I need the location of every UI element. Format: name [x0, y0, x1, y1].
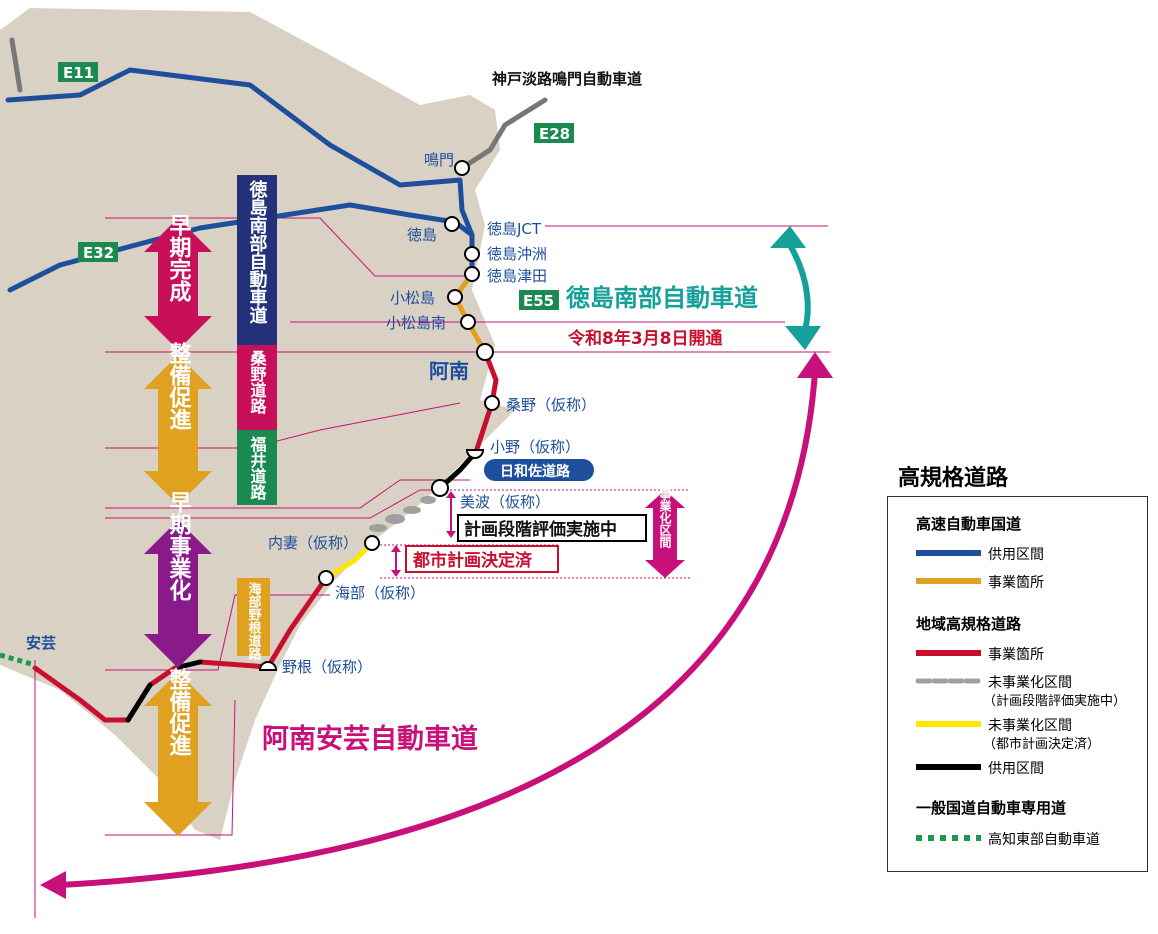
route-kobe-awaji: 神戸淡路鳴門自動車道 [492, 70, 642, 88]
station-tsuda: 徳島津田 [487, 267, 547, 285]
legend-g2-work: 事業箇所 [988, 647, 1044, 663]
legend-group-regional: 地域高規格道路 [916, 615, 1022, 633]
arrow-promote-1: 整備促進 [166, 341, 193, 430]
road-black-2 [172, 659, 203, 671]
road-e28 [459, 97, 548, 171]
station-kaifu: 海部（仮称） [335, 584, 425, 602]
legend-g2-city: 未事業化区間 [988, 718, 1072, 734]
road-black-3 [125, 682, 153, 723]
opening-date: 令和8年3月8日開通 [568, 328, 723, 349]
road-planning-dots [369, 496, 436, 532]
route-anan-aki: 阿南安芸自動車道 [262, 723, 478, 755]
shield-e55: E55 [523, 292, 554, 310]
road-red-1 [473, 349, 499, 455]
bar-fukui: 福井道路 [248, 435, 268, 501]
bar-kuwano: 桑野道路 [248, 350, 268, 415]
shield-e32: E32 [83, 244, 114, 262]
shield-e28: E28 [539, 125, 570, 143]
road-e11-gray [9, 37, 23, 93]
small-arrows [391, 491, 456, 577]
road-e55-work [452, 271, 488, 355]
legend-g2-open: 供用区間 [988, 761, 1044, 777]
station-jct: 徳島JCT [487, 220, 542, 238]
station-komatsushima: 小松島 [390, 289, 435, 307]
legend-group-expressway: 高速自動車国道 [916, 515, 1022, 533]
station-kuwano: 桑野（仮称） [506, 396, 596, 414]
shield-e11: E11 [63, 64, 94, 82]
legend-g1-open: 供用区間 [988, 547, 1044, 563]
road-e11 [5, 67, 475, 238]
legend-g1-work: 事業箇所 [988, 575, 1044, 591]
station-labels: 鳴門 徳島 徳島JCT 徳島沖洲 徳島津田 小松島 小松島南 阿南 桑野（仮称）… [26, 151, 596, 676]
station-minami: 美波（仮称） [460, 493, 550, 511]
road-red-2 [197, 575, 329, 670]
station-aki: 安芸 [26, 634, 56, 652]
arrow-unproject [645, 490, 685, 578]
station-anan: 阿南 [429, 359, 469, 383]
box-planning: 計画段階評価実施中 [464, 519, 617, 540]
road-kochi-east [0, 652, 36, 668]
station-naruto: 鳴門 [424, 151, 454, 169]
box-city-plan: 都市計画決定済 [412, 550, 533, 571]
legend-box: 高速自動車国道 供用区間 事業箇所 地域高規格道路 事業箇所 未事業化区間 （計… [887, 496, 1148, 872]
route-shields: E11 E32 E28 E55 [58, 62, 574, 310]
bar-kaifu-none: 海部野根道路 [246, 581, 262, 660]
station-tokushima: 徳島 [407, 226, 437, 244]
legend-title: 高規格道路 [898, 466, 1009, 491]
arrow-early-project: 早期事業化 [166, 491, 192, 601]
legend-g2-city-note: （都市計画決定済） [983, 737, 1101, 752]
road-city-plan [323, 542, 373, 581]
station-markers [258, 160, 500, 671]
arrow-tokushima-south [787, 243, 811, 331]
station-utsuma: 内妻（仮称） [268, 534, 358, 552]
route-tokushima-south: 徳島南部自動車道 [565, 284, 758, 312]
road-red-3 [32, 665, 178, 723]
station-ono: 小野（仮称） [490, 438, 580, 456]
route-hiwasa: 日和佐道路 [500, 463, 571, 480]
label-unproject: 未事業化区間 [658, 475, 672, 549]
station-none: 野根（仮称） [282, 658, 372, 676]
station-komatsushima-minami: 小松島南 [386, 314, 446, 332]
arrow-early-complete: 早期完成 [166, 214, 192, 303]
bar-tokushima-south: 徳島南部自動車道 [247, 179, 269, 324]
legend-g2-plan-note: （計画段階評価実施中） [983, 694, 1127, 709]
station-okinosu: 徳島沖洲 [487, 245, 547, 263]
curve-arrow-anan-aki [59, 371, 818, 888]
arrow-promote-2: 整備促進 [166, 667, 193, 756]
legend-g3-item: 高知東部自動車道 [988, 832, 1100, 848]
status-arrows [144, 218, 212, 836]
legend-g2-plan: 未事業化区間 [988, 675, 1072, 691]
legend-group-general: 一般国道自動車専用道 [916, 799, 1067, 817]
